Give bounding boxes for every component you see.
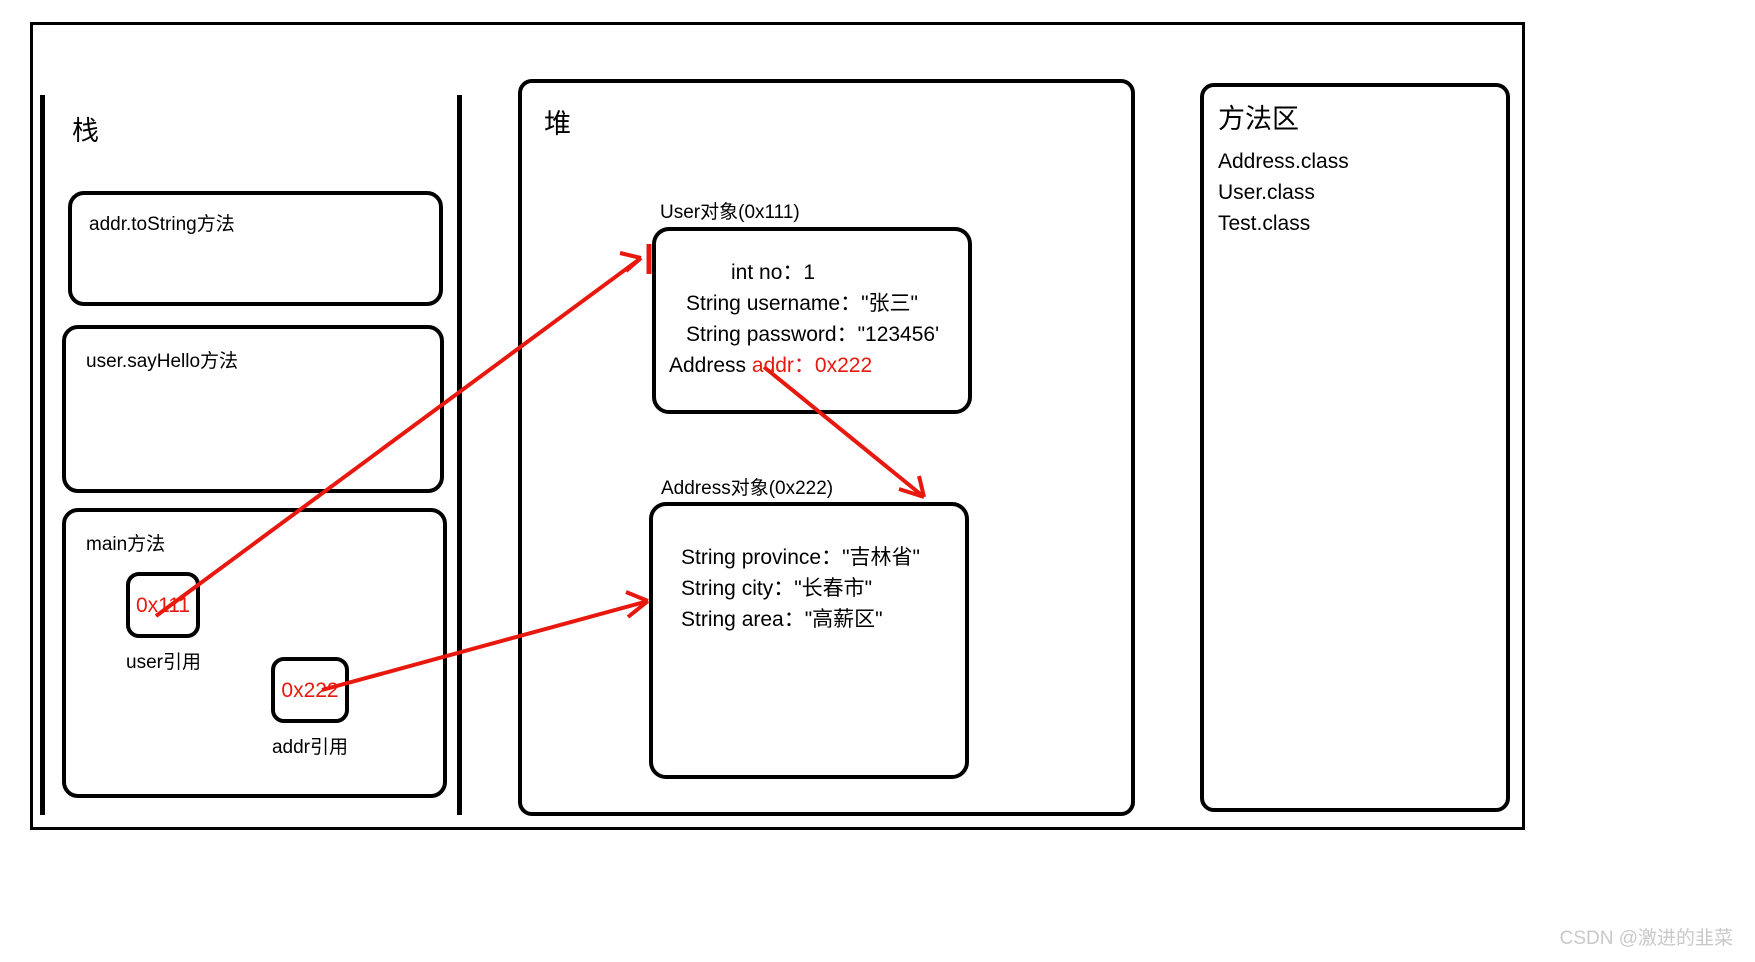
method-area-item-address-class: Address.class bbox=[1218, 150, 1349, 173]
method-area-item-test-class: Test.class bbox=[1218, 212, 1311, 235]
reference-box-addr: 0x222 bbox=[271, 657, 349, 723]
method-area-label: 方法区 bbox=[1218, 104, 1299, 134]
stack-frame-title: user.sayHello方法 bbox=[86, 351, 239, 372]
user-field-username: String username："张三" bbox=[686, 292, 918, 315]
stack-left-border bbox=[40, 95, 45, 815]
reference-caption-user: user引用 bbox=[126, 652, 201, 673]
stack-frame-main: main方法 0x111 user引用 0x222 addr引用 bbox=[62, 508, 447, 798]
stack-frame-title: main方法 bbox=[86, 534, 166, 555]
user-field-no: int no：1 bbox=[731, 261, 816, 284]
address-field-city: String city："长春市" bbox=[681, 577, 873, 600]
stack-region: 栈 addr.toString方法 user.sayHello方法 main方法… bbox=[40, 95, 462, 815]
user-field-addr: Address addr：0x222 bbox=[669, 355, 872, 376]
reference-value: 0x111 bbox=[135, 593, 191, 617]
heap-label: 堆 bbox=[544, 109, 571, 139]
csdn-watermark: CSDN @激进的韭菜 bbox=[1559, 928, 1733, 949]
address-field-province: String province："吉林省" bbox=[681, 546, 920, 569]
stack-label: 栈 bbox=[72, 116, 99, 146]
user-object-box: int no：1 String username："张三" String pas… bbox=[652, 227, 972, 414]
user-object-caption: User对象(0x111) bbox=[660, 202, 800, 223]
address-object-box: String province："吉林省" String city："长春市" … bbox=[649, 502, 969, 779]
heap-region: 堆 User对象(0x111) int no：1 String username… bbox=[518, 79, 1135, 816]
user-field-addr-type: Address bbox=[669, 354, 747, 377]
user-field-addr-value: addr：0x222 bbox=[751, 354, 873, 377]
stack-frame-addr-tostring: addr.toString方法 bbox=[68, 191, 443, 306]
method-area-item-user-class: User.class bbox=[1218, 181, 1315, 204]
stack-right-border bbox=[457, 95, 462, 815]
address-object-caption: Address对象(0x222) bbox=[661, 478, 834, 499]
method-area-region: 方法区 Address.class User.class Test.class bbox=[1200, 83, 1510, 812]
reference-value: 0x222 bbox=[281, 678, 339, 702]
stack-frame-user-sayhello: user.sayHello方法 bbox=[62, 325, 444, 493]
address-field-area: String area："高薪区" bbox=[681, 608, 883, 631]
user-field-password: String password："123456' bbox=[686, 323, 940, 346]
stack-frame-title: addr.toString方法 bbox=[89, 214, 235, 235]
reference-caption-addr: addr引用 bbox=[271, 737, 349, 758]
reference-box-user: 0x111 bbox=[126, 572, 200, 638]
